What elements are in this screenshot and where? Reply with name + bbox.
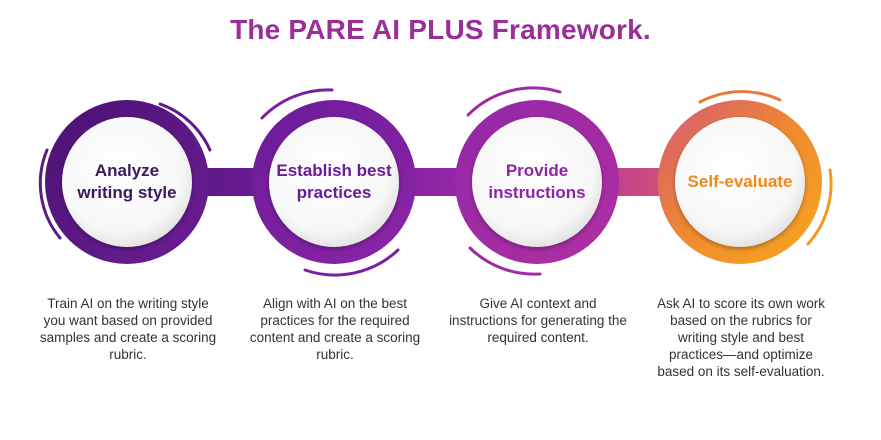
step-3-description: Give AI context and instructions for gen… (449, 296, 627, 345)
step-3-node (455, 86, 619, 276)
step-4-description: Ask AI to score its own work based on th… (656, 296, 826, 379)
step-1-description: Train AI on the writing style you want b… (39, 296, 217, 362)
step-3-label: Provide instructions (488, 161, 586, 202)
step-2-node (252, 88, 416, 277)
page-title: The PARE AI PLUS Framework. (230, 14, 651, 45)
step-4-node (658, 90, 833, 264)
step-2-label: Establish best practices (276, 161, 392, 202)
step-2-description: Align with AI on the best practices for … (249, 296, 421, 362)
step-1-node (38, 100, 212, 264)
step-1-label: Analyze writing style (77, 161, 177, 202)
step-4-label: Self-evaluate (687, 172, 793, 191)
connector-band (110, 168, 760, 196)
